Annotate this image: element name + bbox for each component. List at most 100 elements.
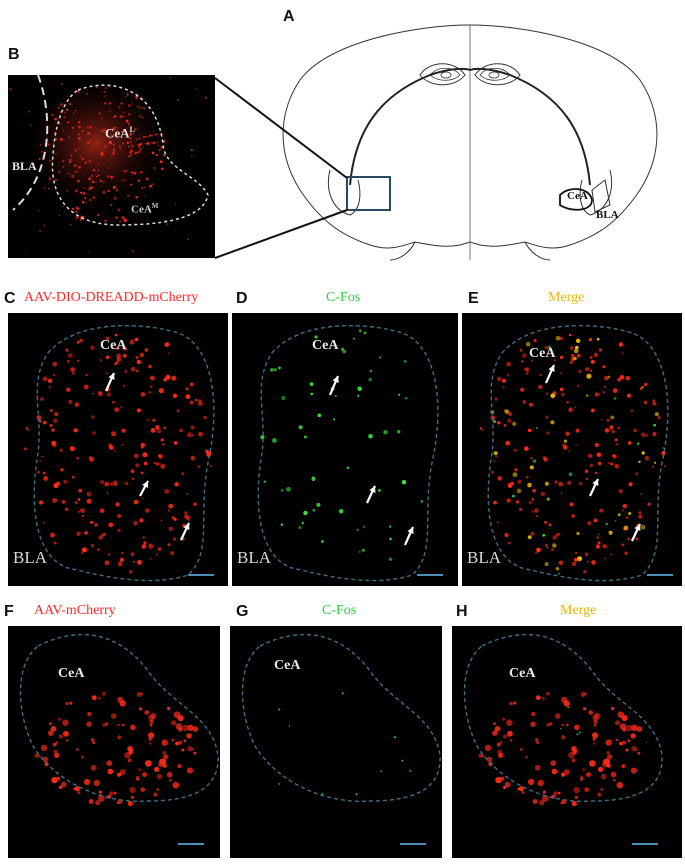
cell-dot [368, 377, 372, 382]
cell-dot [129, 133, 133, 136]
cell-dot [270, 368, 274, 372]
cell-dot [574, 724, 580, 731]
cell-dot [211, 99, 213, 101]
cell-dot [39, 143, 42, 146]
cell-dot [130, 795, 135, 800]
cell-dot [78, 166, 81, 169]
cell-dot [544, 481, 549, 486]
cell-dot [91, 695, 97, 701]
cell-dot [618, 489, 623, 494]
cell-dot [42, 376, 48, 382]
arrow-icon [104, 372, 116, 392]
cell-dot [338, 509, 344, 514]
cell-dot [546, 497, 550, 501]
cell-dot [546, 392, 548, 395]
cell-dot [573, 786, 580, 794]
panel-e-image: CeA BLA [462, 313, 682, 586]
g-cea-label: CeA [274, 658, 301, 673]
cell-dot [110, 203, 113, 206]
cell-dot [278, 366, 281, 370]
cell-dot [78, 133, 81, 136]
cell-dot [97, 163, 100, 166]
cell-dot [55, 153, 57, 155]
cell-dot [544, 521, 547, 524]
cell-dot [90, 543, 95, 548]
cell-dot [146, 142, 150, 145]
cell-dot [104, 560, 110, 566]
panel-label-g: G [236, 603, 249, 620]
cell-dot [58, 170, 61, 173]
cell-dot [112, 185, 116, 189]
cell-dot [554, 713, 561, 719]
arrow-icon [328, 375, 340, 396]
cell-dot [43, 186, 46, 189]
cell-dot [150, 712, 157, 719]
cell-dot [114, 126, 117, 129]
cell-dot [114, 362, 117, 366]
cell-dot [122, 353, 127, 358]
cell-dot [119, 220, 122, 223]
cell-dot [138, 768, 142, 771]
cell-dot [397, 430, 401, 434]
cell-dot [67, 121, 70, 124]
cell-dot [172, 393, 178, 398]
cell-dot [140, 392, 146, 397]
cell-dot [535, 695, 541, 701]
cell-dot [182, 724, 189, 732]
cell-dot [525, 341, 531, 347]
cell-dot [121, 130, 124, 133]
cell-dot [110, 482, 114, 486]
cell-dot [123, 179, 126, 182]
cell-dot [189, 400, 194, 405]
cell-dot [517, 479, 522, 484]
cell-dot [81, 755, 84, 759]
cell-dot [77, 90, 80, 93]
cell-dot [610, 415, 615, 420]
cell-dot [527, 428, 532, 433]
cell-dot [161, 442, 165, 446]
cell-dot [38, 158, 41, 160]
cell-dot [97, 169, 100, 172]
cell-dot [163, 754, 169, 760]
cell-dot [163, 426, 167, 430]
cell-dot [52, 443, 57, 448]
cell-dot [105, 336, 110, 341]
cell-dot [161, 739, 168, 746]
cell-dot [593, 518, 598, 523]
cell-dot [140, 442, 146, 448]
cell-dot [129, 151, 132, 154]
cell-dot [152, 187, 154, 189]
cell-dot [576, 353, 581, 358]
cell-dot [113, 791, 117, 795]
cell-dot [597, 541, 601, 545]
cell-dot [146, 418, 149, 421]
cell-dot [139, 142, 143, 146]
cell-dot [604, 375, 609, 381]
cell-dot [190, 425, 195, 430]
region-outline [257, 324, 439, 582]
cell-dot [63, 730, 69, 737]
cell-dot [112, 127, 116, 130]
cell-dot [150, 209, 152, 212]
cell-dot [53, 541, 57, 545]
cell-dot [174, 482, 179, 487]
cell-dot [114, 450, 116, 452]
cell-dot [561, 772, 566, 777]
cell-dot [129, 569, 133, 574]
panel-label-a: A [283, 8, 295, 25]
cell-dot [50, 532, 55, 538]
atlas-cea-label: CeA [567, 190, 588, 202]
cell-dot [317, 413, 322, 418]
cell-dot [99, 359, 102, 362]
cell-dot [506, 719, 513, 726]
cell-dot [154, 133, 157, 136]
cell-dot [573, 356, 577, 361]
cell-dot [97, 174, 100, 177]
cell-dot [113, 196, 117, 200]
cell-dot [187, 724, 194, 731]
cell-dot [552, 535, 557, 540]
cell-dot [653, 423, 656, 427]
cell-dot [117, 514, 122, 518]
cell-dot [100, 117, 103, 119]
c-bla-label: BLA [13, 548, 47, 567]
